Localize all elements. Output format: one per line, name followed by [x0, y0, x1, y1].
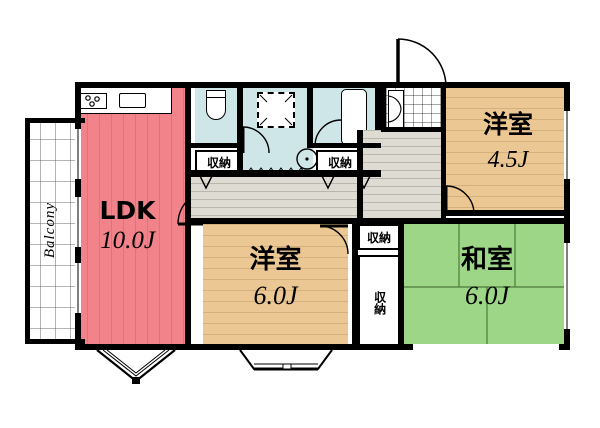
balcony-connector-bottom — [75, 339, 85, 344]
wall-genkan-right — [441, 82, 446, 220]
stove-burners-icon — [85, 95, 100, 107]
room-youshitsu-ne-name: 洋室 — [482, 110, 533, 139]
corridor-door-markers-icon — [199, 175, 371, 190]
corridor-west — [243, 175, 363, 220]
window-washitsu-south — [412, 344, 560, 350]
window-east-ne-line — [566, 110, 568, 180]
balcony-wall-bottom — [25, 339, 83, 344]
room-youshitsu-ne — [446, 86, 570, 214]
room-youshitsu-ne-area: 4.5J — [487, 147, 529, 173]
tatami-mat-lines — [404, 224, 570, 350]
wall-washitsu-top — [398, 218, 570, 224]
wall-bottom — [75, 344, 570, 350]
balcony-wall-left — [25, 118, 30, 344]
wall-bedroom-top — [191, 218, 357, 224]
wall-closet-top-strip — [191, 170, 381, 175]
wall-washroom-right — [307, 82, 313, 148]
wall-toilet-bottom — [185, 143, 243, 148]
bay-window-ldk — [96, 349, 176, 384]
balcony-area — [25, 118, 83, 344]
wall-toilet-right — [237, 82, 243, 175]
closet-corridor: 収納 — [358, 255, 400, 350]
wall-top — [75, 82, 570, 88]
wall-genkan-left — [381, 82, 386, 130]
wall-hall-bottom — [185, 174, 381, 177]
room-youshitsu-west-name: 洋室 — [249, 245, 302, 275]
balcony-label: Balcony — [41, 201, 58, 259]
wall-genkan-bottom — [381, 127, 446, 132]
room-youshitsu-west — [203, 224, 348, 350]
toilet-tank-icon — [206, 90, 226, 98]
window-balcony-2-line — [77, 196, 79, 248]
window-balcony-3-line — [77, 262, 79, 314]
wall-ldk-right — [185, 82, 191, 350]
corridor-front-strip — [190, 175, 244, 220]
sink-icon — [119, 93, 146, 108]
wall-bath-bottom — [307, 143, 381, 148]
room-washitsu-area: 6.0J — [464, 281, 510, 310]
window-balcony-1-line — [77, 128, 79, 180]
room-ldk — [75, 82, 185, 350]
room-washitsu-name: 和室 — [460, 245, 513, 275]
wash-basin-icon — [296, 148, 318, 170]
wall-bath-right — [375, 82, 381, 130]
closet-hall: 収納 — [358, 224, 400, 250]
washer-corner-arrows-icon — [259, 94, 293, 126]
balcony-connector-top — [75, 118, 85, 123]
shoe-cabinet-door-icon — [387, 95, 402, 123]
wall-corridor-left — [357, 130, 363, 225]
wall-ne-room-bottom — [441, 210, 570, 216]
youshitsu-ne-door-icon — [444, 185, 475, 215]
window-east-washitsu-line — [566, 242, 568, 330]
youshitsu-west-door-icon — [319, 224, 349, 255]
room-ldk-area: 10.0J — [100, 227, 155, 254]
wall-closet-left — [352, 218, 358, 350]
room-youshitsu-west-area: 6.0J — [253, 281, 298, 310]
balcony-wall-top — [25, 118, 83, 123]
room-ldk-name: LDK — [99, 196, 156, 225]
wall-right — [564, 82, 570, 350]
wall-closet-right — [398, 218, 404, 350]
toilet-door-icon — [241, 126, 270, 154]
entrance-door-icon — [396, 38, 447, 88]
bay-window-bedroom — [239, 349, 333, 371]
